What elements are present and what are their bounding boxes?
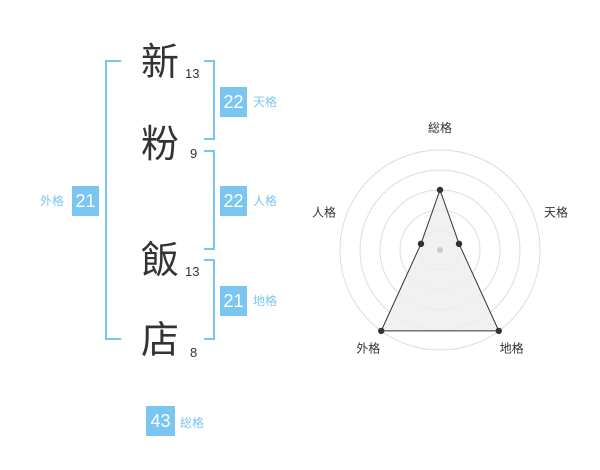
name-char-2: 粉 [140,122,179,166]
tenkaku-bracket-bottom [204,138,215,140]
gaikaku-bracket-bottom [105,338,121,340]
gaikaku-bracket-vertical [105,60,107,340]
gaikaku-label: 外格 [40,194,65,208]
chikaku-bracket-bottom [204,338,215,340]
radar-point-3 [495,327,502,335]
radar-axis-label-2: 天格 [544,204,568,219]
radar-axis-label-4: 外格 [356,341,380,356]
jinkaku-bracket-top [204,150,215,152]
name-char-3: 飯 [140,238,179,282]
chikaku-bracket-vertical [213,259,215,340]
radar-point-2 [455,240,463,248]
jinkaku-bracket-bottom [204,248,215,250]
jinkaku-label: 人格 [253,194,278,208]
stroke-count-3: 13 [185,264,200,279]
radar-point-1 [436,186,444,194]
chikaku-bracket-top [204,259,215,261]
radar-point-5 [417,240,425,248]
tenkaku-bracket-top [204,60,215,62]
radar-point-4 [378,327,385,335]
tenkaku-badge: 22 [220,87,247,117]
gaikaku-badge: 21 [72,186,99,216]
radar-axis-label-1: 総格 [428,120,452,135]
radar-axis-label-5: 人格 [312,204,336,219]
soukaku-label: 総格 [180,416,205,430]
stroke-count-4: 8 [190,345,198,360]
radar-ring-5 [339,149,541,351]
stroke-count-2: 9 [190,146,198,161]
tenkaku-label: 天格 [253,95,278,109]
chikaku-badge: 21 [220,286,247,316]
tenkaku-bracket-vertical [213,60,215,140]
radar-center-dot [437,247,443,253]
gaikaku-bracket-top [105,60,121,62]
jinkaku-bracket-vertical [213,150,215,250]
jinkaku-badge: 22 [220,186,247,216]
radar-axis-label-3: 地格 [500,341,524,356]
name-char-1: 新 [140,40,179,84]
radar-data-polygon [380,188,500,332]
name-char-4: 店 [140,318,179,362]
chikaku-label: 地格 [253,294,278,308]
soukaku-badge: 43 [146,406,175,436]
stroke-count-1: 13 [185,66,200,81]
